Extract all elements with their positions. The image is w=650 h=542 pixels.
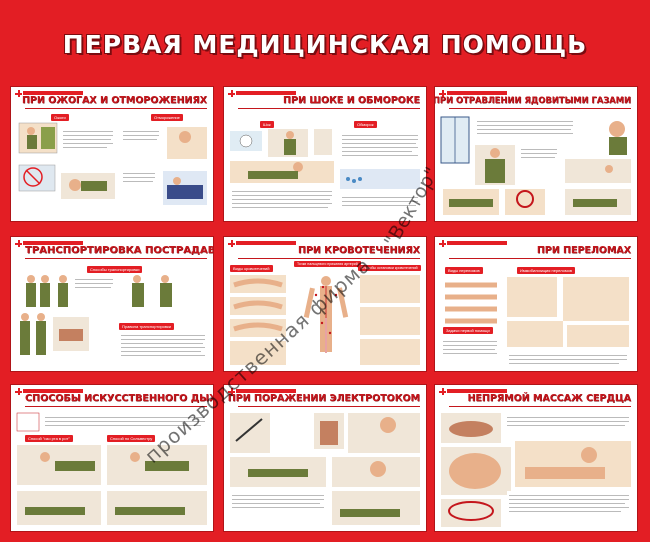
panel-tag <box>228 240 235 247</box>
tag-bar <box>447 241 507 245</box>
electric-shock-illustration <box>230 413 420 527</box>
tag-bar <box>23 389 83 393</box>
panel-tag <box>439 388 446 395</box>
title-underline <box>449 108 631 109</box>
title-underline <box>25 258 207 259</box>
tag-bar <box>236 389 296 393</box>
red-cross-icon <box>228 240 235 247</box>
panel-title: ПРИ ПЕРЕЛОМАХ <box>536 245 631 256</box>
red-cross-icon <box>15 388 22 395</box>
panel-bleeding: ПРИ КРОВОТЕЧЕНИЯХ Виды кровотечений Точк… <box>223 236 427 372</box>
label-shock: Шок <box>260 121 274 128</box>
heart-massage-illustration <box>441 413 631 527</box>
label-burns: Ожоги <box>51 114 69 121</box>
tag-bar <box>23 91 83 95</box>
red-cross-icon <box>228 90 235 97</box>
title-underline <box>238 108 420 109</box>
panel-title: ПРИ ОТРАВЛЕНИИ ЯДОВИТЫМИ ГАЗАМИ <box>434 95 631 105</box>
panel-electric-shock: ПРИ ПОРАЖЕНИИ ЭЛЕКТРОТОКОМ <box>223 384 427 532</box>
panel-shock: ПРИ ШОКЕ И ОБМОРОКЕ Шок Обморок <box>223 86 427 222</box>
panel-tag <box>15 240 22 247</box>
panel-title: СПОСОБЫ ИСКУССТВЕННОГО ДЫХАНИЯ <box>25 393 214 404</box>
panel-title: ПРИ ШОКЕ И ОБМОРОКЕ <box>283 95 420 106</box>
panel-tag <box>228 90 235 97</box>
red-cross-icon <box>15 90 22 97</box>
tag-bar <box>447 389 507 393</box>
panel-tag <box>15 90 22 97</box>
label-mouth-to-mouth: Спосой "изо рта в рот" <box>25 435 73 442</box>
label-faint: Обморок <box>354 121 377 128</box>
panel-tag <box>228 388 235 395</box>
tag-bar <box>236 241 296 245</box>
panel-transport: ТРАНСПОРТИРОВКА ПОСТРАДАВШИХ Способы тра… <box>10 236 214 372</box>
label-transport-methods: Способы транспортировки <box>87 266 143 273</box>
panel-title: ПРИ ОЖОГАХ И ОТМОРОЖЕНИЯХ <box>21 95 207 106</box>
breathing-illustration <box>16 412 207 525</box>
red-cross-icon <box>439 388 446 395</box>
panel-tag <box>439 90 446 97</box>
label-first-aid-tasks: Задачи первой помощи <box>443 327 493 334</box>
label-frostbite: Отморожение <box>151 114 183 121</box>
fractures-illustration <box>441 277 629 367</box>
panel-tag <box>15 388 22 395</box>
panel-title: ПРИ ПОРАЖЕНИИ ЭЛЕКТРОТОКОМ <box>227 393 420 404</box>
label-immobilization: Иммобилизация переломов <box>517 267 575 274</box>
title-underline <box>238 258 420 259</box>
poison-gas-illustration <box>440 116 631 215</box>
shock-illustration <box>230 129 420 217</box>
red-cross-icon <box>15 240 22 247</box>
panel-tag <box>439 240 446 247</box>
label-transport-rules: Правила транспортировки <box>119 323 174 330</box>
burns-illustration <box>18 122 207 205</box>
title-underline <box>238 406 420 407</box>
tag-bar <box>23 241 83 245</box>
panel-title: ТРАНСПОРТИРОВКА ПОСТРАДАВШИХ <box>25 245 214 256</box>
poster-title: ПЕРВАЯ МЕДИЦИНСКАЯ ПОМОЩЬ <box>62 30 588 59</box>
label-stop-methods: Способы остановки кровотечений <box>358 265 421 271</box>
bleeding-illustration <box>230 275 420 365</box>
title-underline <box>449 258 631 259</box>
panel-burns: ПРИ ОЖОГАХ И ОТМОРОЖЕНИЯХ Ожоги Отмороже… <box>10 86 214 222</box>
label-silvester-method: Спосой по Сильвестру <box>107 435 156 442</box>
panel-poison-gas: ПРИ ОТРАВЛЕНИИ ЯДОВИТЫМИ ГАЗАМИ <box>434 86 638 222</box>
transport-illustration <box>20 275 207 367</box>
panel-heart-massage: НЕПРЯМОЙ МАССАЖ СЕРДЦА <box>434 384 638 532</box>
label-fracture-types: Виды переломов <box>445 267 483 274</box>
label-pressure-points: Точки пальцевого прижатия артерий <box>294 261 361 267</box>
tag-bar <box>236 91 296 95</box>
panel-title: НЕПРЯМОЙ МАССАЖ СЕРДЦА <box>467 393 631 404</box>
red-cross-icon <box>439 240 446 247</box>
panel-fractures: ПРИ ПЕРЕЛОМАХ Виды переломов Иммобилизац… <box>434 236 638 372</box>
red-cross-icon <box>228 388 235 395</box>
red-cross-icon <box>439 90 446 97</box>
label-bleeding-types: Виды кровотечений <box>230 265 273 272</box>
title-underline <box>25 406 207 407</box>
tag-bar <box>447 91 507 95</box>
panel-title: ПРИ КРОВОТЕЧЕНИЯХ <box>298 245 420 256</box>
panel-artificial-breathing: СПОСОБЫ ИСКУССТВЕННОГО ДЫХАНИЯ Спосой "и… <box>10 384 214 532</box>
title-underline <box>25 108 207 109</box>
title-underline <box>449 406 631 407</box>
